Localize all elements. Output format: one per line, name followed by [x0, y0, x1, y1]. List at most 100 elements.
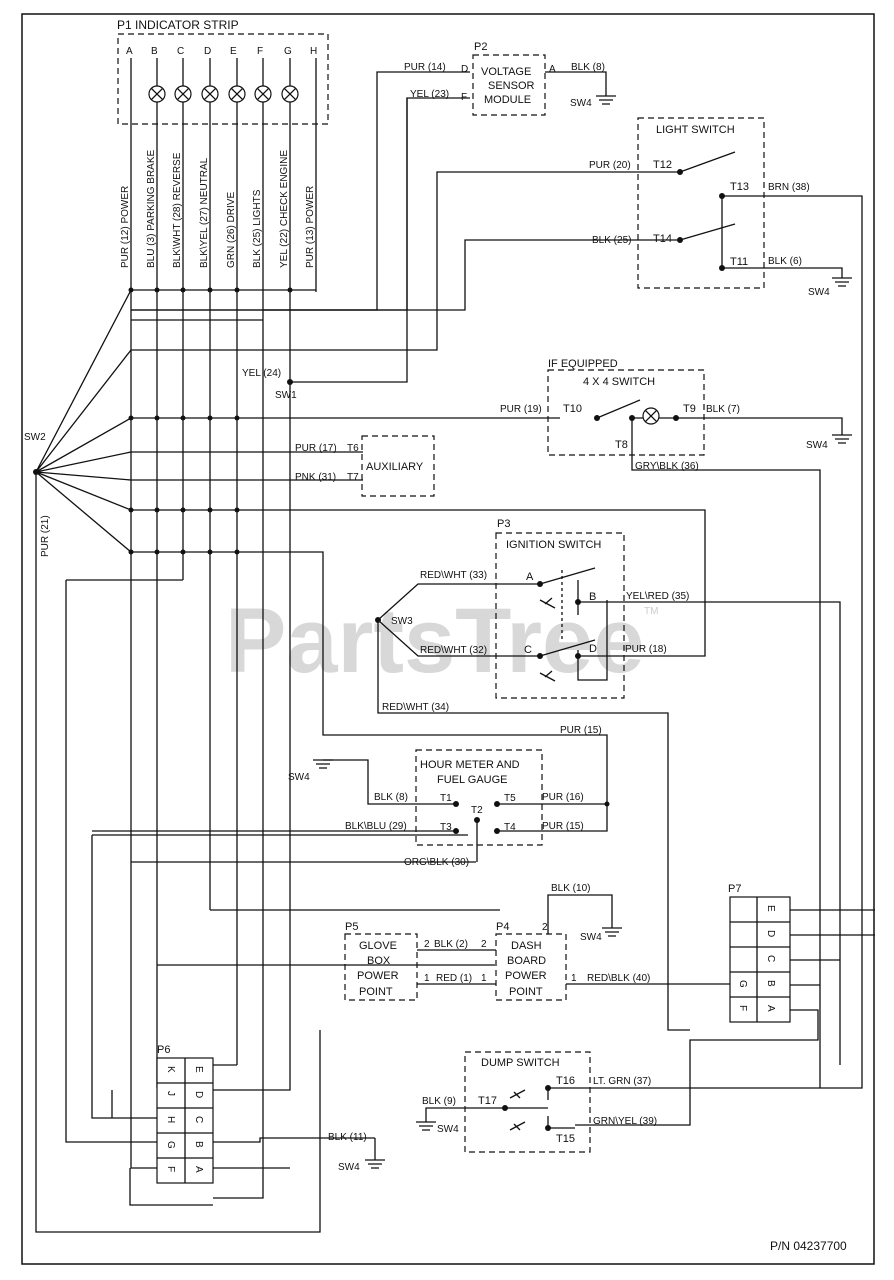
p1-pin-a: A — [126, 46, 133, 57]
p6-cell-f: F — [165, 1166, 176, 1172]
hm-t4-label: T4 — [504, 822, 516, 833]
aux-wire-t6: PUR (17) — [295, 443, 337, 454]
p3-pin-c: C — [524, 644, 532, 656]
p3-wire-b: YEL\RED (35) — [626, 591, 689, 602]
watermark-tm: TM — [644, 606, 658, 617]
light-ground-icon — [832, 277, 852, 287]
hm-wire-t3: BLK\BLU (29) — [345, 821, 407, 832]
p2-ground-icon — [596, 95, 616, 105]
dump-switch: DUMP SWITCH T16 T17 T15 LT. GRN (37) BLK… — [416, 1051, 657, 1153]
aux-wire-t7: PNK (31) — [295, 472, 336, 483]
p5-name-1: GLOVE — [359, 940, 397, 952]
pur21-label: PUR (21) — [40, 515, 51, 557]
p6-cell-c: C — [193, 1116, 204, 1123]
p6-cell-a: A — [193, 1166, 204, 1173]
p3-pin-a: A — [526, 571, 534, 583]
p4-ground-label: SW4 — [580, 932, 602, 943]
p3-tag: P3 — [497, 518, 510, 530]
p1-pin-f: F — [257, 46, 263, 57]
junction-dots — [128, 287, 610, 807]
p3-wire-d: PUR (18) — [625, 644, 667, 655]
hm-wire-t1: BLK (8) — [374, 792, 408, 803]
four-x4-note: IF EQUIPPED — [548, 358, 618, 370]
hour-meter-title-1: HOUR METER AND — [420, 759, 520, 771]
p6-tag: P6 — [157, 1044, 170, 1056]
p2-pin-f: F — [461, 92, 467, 103]
dump-wire-t16: LT. GRN (37) — [593, 1076, 651, 1087]
hm-t2-label: T2 — [471, 805, 483, 816]
p3-ignition-switch: P3 IGNITION SWITCH A B C D RED\WHT (33) … — [375, 518, 841, 1065]
dump-ground-label: SW4 — [437, 1124, 459, 1135]
p1-wire-e-label: GRN (26) DRIVE — [226, 192, 237, 268]
light-wire-t12: PUR (20) — [589, 160, 631, 171]
p5-glove-box: P5 GLOVE BOX POWER POINT 2 1 — [344, 921, 430, 1001]
t12-label: T12 — [653, 159, 672, 171]
hm-t1-label: T1 — [440, 793, 452, 804]
t7-label: T7 — [347, 472, 359, 483]
hm-t3-label: T3 — [440, 822, 452, 833]
t13-label: T13 — [730, 181, 749, 193]
hm-wire-t2: ORG\BLK (30) — [404, 857, 469, 868]
p7-cell-a: A — [765, 1005, 776, 1012]
p1-pin-e: E — [230, 46, 237, 57]
t6-label: T6 — [347, 443, 359, 454]
four-x4-ground-label: SW4 — [806, 440, 828, 451]
p1-wire-d-label: BLK\YEL (27) NEUTRAL — [199, 157, 210, 268]
p6-ground-label: SW4 — [338, 1162, 360, 1173]
dump-switch-title: DUMP SWITCH — [481, 1057, 560, 1069]
four-x4-title: 4 X 4 SWITCH — [583, 376, 655, 388]
hm-t5-label: T5 — [504, 793, 516, 804]
p1-wire-f-label: BLK (25) LIGHTS — [252, 189, 263, 268]
p5-name-2: BOX — [367, 955, 391, 967]
p1-pin-g: G — [284, 46, 292, 57]
sw2-label: SW2 — [24, 432, 46, 443]
p3-wire-sw3: RED\WHT (34) — [382, 702, 449, 713]
p6-cell-g: G — [165, 1141, 176, 1149]
four-x4-wire-t10: PUR (19) — [500, 404, 542, 415]
p6-ground-icon — [365, 1159, 385, 1169]
p5-pin-2: 2 — [424, 939, 430, 950]
p6-wire-blk11: BLK (11) — [328, 1132, 367, 1143]
t10-label: T10 — [563, 403, 582, 415]
p3-title: IGNITION SWITCH — [506, 539, 601, 551]
p6-cell-e: E — [193, 1066, 204, 1073]
p4-tag: P4 — [496, 921, 509, 933]
p1-title: P1 INDICATOR STRIP — [117, 18, 239, 32]
light-wire-t11: BLK (6) — [768, 256, 802, 267]
sw2-splice: SW2 PUR (21) — [24, 289, 321, 1233]
four-x4-lamp-icon — [642, 407, 660, 425]
p7-cell-d: D — [765, 930, 776, 937]
p1-pin-b: B — [151, 46, 158, 57]
p1-pin-d: D — [204, 46, 211, 57]
p4-dash-board: P4 DASH BOARD POWER POINT 2 2 1 1 BLK (1… — [417, 883, 730, 1001]
indicator-lamp-icons — [148, 85, 299, 103]
p4-name-1: DASH — [511, 940, 542, 952]
dump-wire-t15: GRN\YEL (39) — [593, 1116, 657, 1127]
four-x4-wire-t8: GRY\BLK (36) — [635, 461, 699, 472]
p1-indicator-strip: P1 INDICATOR STRIP A B C D E F G H PUR (… — [117, 18, 329, 1065]
hm-wire-t5: PUR (16) — [542, 792, 584, 803]
p2-ground-label: SW4 — [570, 98, 592, 109]
hm-wire-pur15-top: PUR (15) — [560, 725, 602, 736]
main-harness — [65, 71, 706, 1206]
p1-wire-h-label: PUR (13) POWER — [305, 186, 316, 268]
light-ground-label: SW4 — [808, 287, 830, 298]
t11-label: T11 — [730, 256, 748, 268]
p1-wire-a-label: PUR (12) POWER — [120, 186, 131, 268]
p1-wire-c-label: BLK\WHT (28) REVERSE — [172, 152, 183, 268]
p2-pin-d: D — [461, 64, 468, 75]
t17-label: T17 — [478, 1095, 497, 1107]
p2-name-2: SENSOR — [488, 80, 535, 92]
t15-label: T15 — [556, 1133, 575, 1145]
yel24-label: YEL (24) — [242, 368, 281, 379]
p7-connector: P7 E D C B A G F — [575, 883, 875, 1126]
p2-voltage-sensor-module: P2 VOLTAGE SENSOR MODULE D F A PUR (14) … — [404, 41, 616, 116]
p7-cell-e: E — [765, 905, 776, 912]
hm-ground-label: SW4 — [288, 772, 310, 783]
four-x4-ground-icon — [832, 434, 852, 444]
p4-ground-icon — [602, 927, 622, 937]
p2-wire-f: YEL (23) — [410, 89, 449, 100]
p6-cell-d: D — [193, 1091, 204, 1098]
p5-pin-1: 1 — [424, 973, 430, 984]
